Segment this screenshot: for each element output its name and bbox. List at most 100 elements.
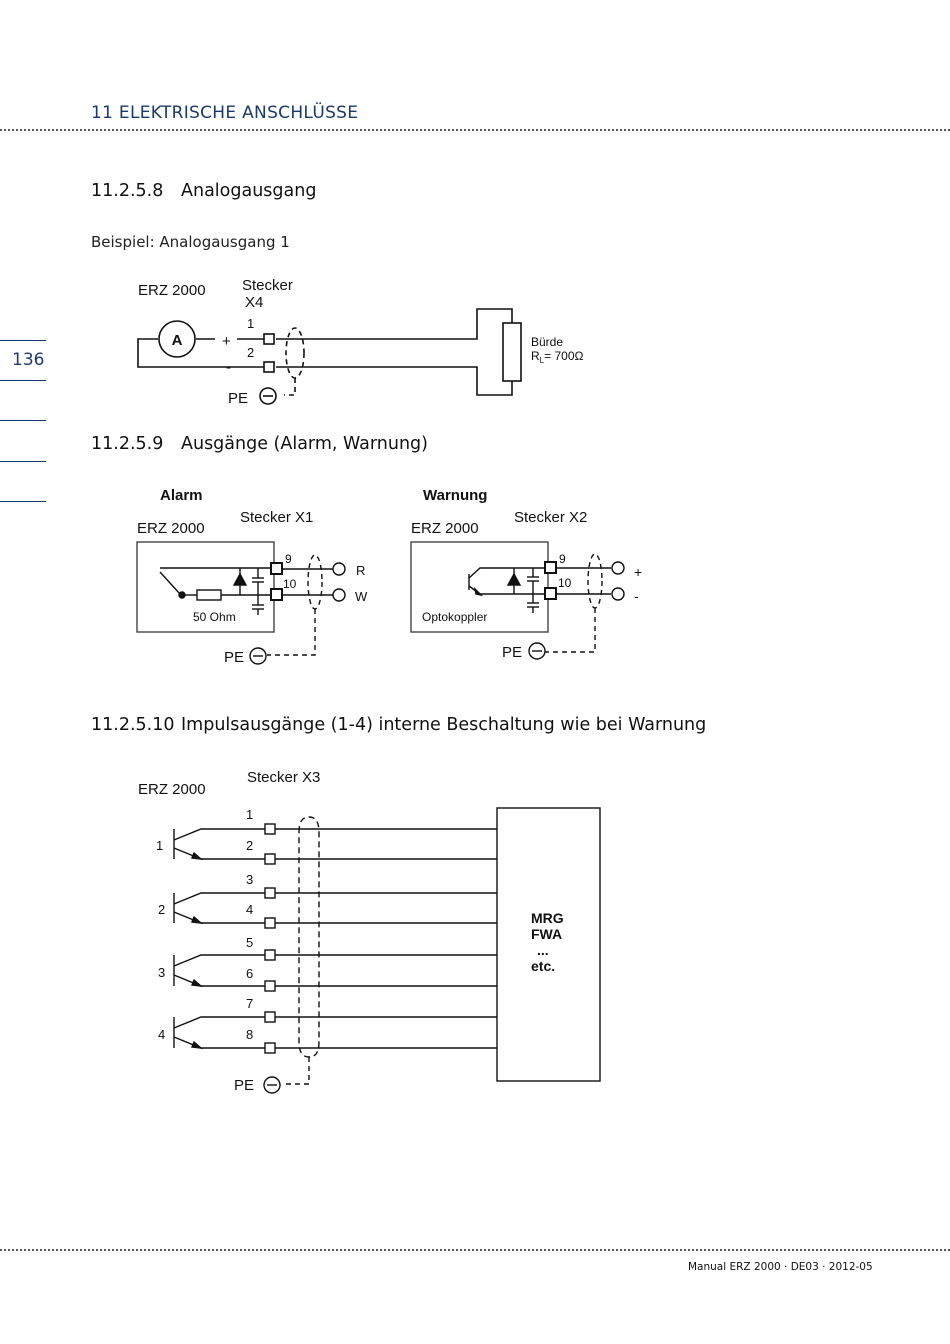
resistor-icon [502,322,522,382]
pin-label: 7 [246,996,253,1011]
terminal-ring-icon [611,587,625,601]
pe-label: PE [234,1077,254,1094]
connector-label: Stecker [242,277,293,294]
shield-ground-wire [267,609,316,656]
terminal-icon [264,887,276,899]
terminal-ring-icon [611,561,625,575]
terminal-row: 6 [246,966,497,992]
shield-icon [285,327,305,379]
terminal-label: W [355,589,368,604]
terminal-icon [270,562,283,575]
terminal-icon [544,587,557,600]
pe-label: PE [224,649,244,666]
pe-label: PE [228,390,248,407]
terminal-icon [264,1011,276,1023]
example-caption: Beispiel: Analogausgang 1 [91,233,290,251]
connector-label: Stecker X1 [240,509,313,526]
terminal-icon [544,561,557,574]
receiver-label: FWA [531,926,562,942]
terminal-icon [264,980,276,992]
receiver-label: MRG [531,910,564,926]
resistor-icon [196,589,222,601]
shield-icon [587,553,603,609]
plus-sign: + [222,333,231,350]
terminal-label: + [634,564,642,580]
terminal-icon [264,949,276,961]
margin-tick [0,501,46,502]
terminal-row: 1 [246,807,497,835]
diagram-warning-output: Warnung ERZ 2000 Stecker X2 Optokoppler … [410,487,642,661]
pulse-output-4: 4 [158,1016,265,1049]
terminal-row: 8 [246,1027,497,1054]
load-value: RL= 700Ω [531,349,584,365]
pin-label: 4 [246,902,253,917]
terminal-icon [264,917,276,929]
alarm-title: Alarm [160,487,203,504]
wire [137,338,264,368]
connector-label: Stecker X2 [514,509,587,526]
receiver-box [496,807,601,1082]
section-heading-analog: 11.2.5.8 Analogausgang [91,181,316,201]
output-number: 4 [158,1027,165,1042]
ammeter-icon [158,320,196,358]
output-number: 2 [158,902,165,917]
margin-tick [0,461,46,462]
pin-label: 10 [283,577,297,591]
terminal-icon [270,588,283,601]
shield-icon [307,554,323,610]
diagram-pulse-outputs: ERZ 2000 Stecker X3 MRG FWA ... etc. 1 2 [138,769,601,1094]
section-title: Ausgänge (Alarm, Warnung) [181,434,428,454]
device-label: ERZ 2000 [138,282,206,299]
terminal-icon [263,361,275,373]
terminal-row: 7 [246,996,497,1023]
terminal-ring-icon [332,562,346,576]
output-number: 3 [158,965,165,980]
pin-label: 10 [558,576,572,590]
pin-label: 9 [559,552,566,566]
pe-label: PE [502,644,522,661]
output-number: 1 [156,838,163,853]
section-number: 11.2.5.8 [91,181,164,201]
device-box [410,541,549,633]
pulse-output-2: 2 [158,892,265,924]
terminal-icon [264,823,276,835]
terminal-row: 2 [246,838,497,865]
footer-dotted-rule [0,1249,950,1251]
load-label: Bürde [531,335,563,349]
pin-label: 1 [247,316,254,331]
pin-label: 2 [246,838,253,853]
terminal-row: 3 [246,872,497,899]
switch-icon [159,571,181,595]
shield-ground-wire [545,608,596,653]
terminal-icon [264,853,276,865]
section-title: Impulsausgänge (1-4) interne Beschaltung… [181,715,707,735]
section-title: Analogausgang [181,181,317,201]
connector-id: X4 [245,294,263,311]
header-dotted-rule [0,129,950,131]
device-label: ERZ 2000 [138,781,206,798]
terminal-label: - [634,588,639,604]
ammeter-label: A [172,332,183,349]
device-box [136,541,275,633]
shield-ground-wire [282,1057,310,1085]
component-label: Optokoppler [422,610,487,624]
section-number: 11.2.5.10 [91,715,175,735]
pin-label: 9 [285,552,292,566]
terminal-row: 4 [246,902,497,929]
section-heading-pulse: 11.2.5.10 Impulsausgänge (1-4) interne Be… [91,715,706,735]
pin-label: 1 [246,807,253,822]
receiver-label: ... [537,942,549,958]
pin-label: 6 [246,966,253,981]
margin-tick [0,420,46,421]
terminal-row: 5 [246,935,497,961]
wire [276,366,513,396]
wire [276,308,513,340]
warning-title: Warnung [423,487,487,504]
chapter-heading: 11 ELEKTRISCHE ANSCHLÜSSE [91,103,359,123]
page-number: 136 [12,350,45,370]
pulse-output-3: 3 [158,954,265,987]
pulse-output-1: 1 [156,828,265,860]
pin-label: 2 [247,345,254,360]
